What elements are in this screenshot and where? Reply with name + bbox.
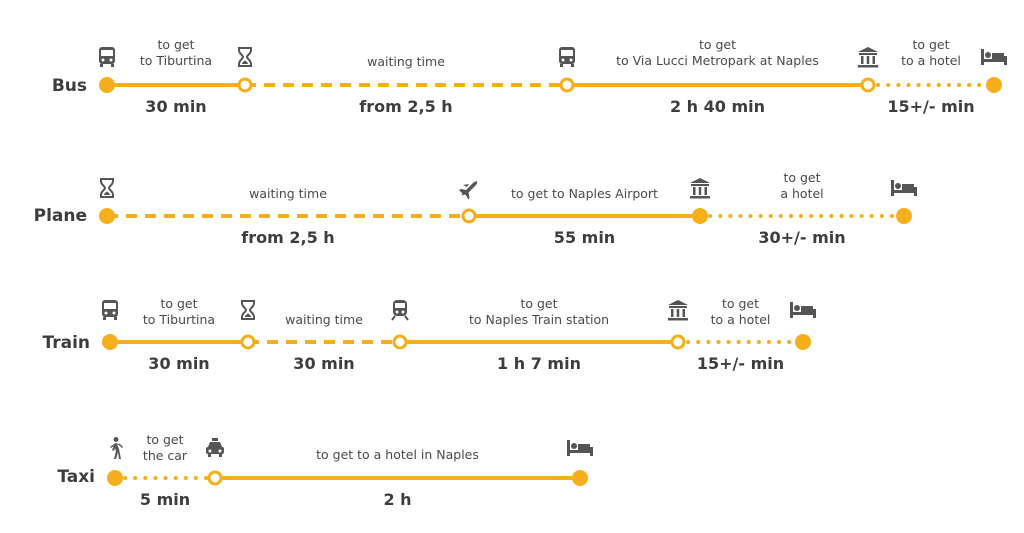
bed-icon bbox=[788, 298, 818, 322]
description-line: to a hotel bbox=[710, 312, 771, 327]
hourglass-icon bbox=[236, 298, 260, 322]
hourglass-icon bbox=[95, 176, 119, 200]
description-line: to get bbox=[912, 37, 950, 52]
segment-description: waiting time bbox=[285, 312, 363, 328]
bed-icon bbox=[565, 436, 595, 460]
building-icon bbox=[666, 298, 690, 322]
plane-icon bbox=[457, 176, 481, 200]
route-node-filled bbox=[986, 77, 1002, 93]
description-line: to get bbox=[520, 296, 558, 311]
bus-icon bbox=[555, 45, 579, 69]
route-label-train: Train bbox=[42, 333, 90, 353]
route-node-hollow bbox=[461, 208, 477, 224]
segment-duration: 30+/- min bbox=[758, 228, 846, 247]
route-bus bbox=[99, 77, 1002, 93]
walking-person-icon bbox=[103, 436, 127, 460]
description-line: the car bbox=[142, 448, 188, 463]
route-node-hollow bbox=[392, 334, 408, 350]
route-node-hollow bbox=[240, 334, 256, 350]
route-label-bus: Bus bbox=[51, 76, 87, 96]
segment-duration: 15+/- min bbox=[887, 97, 975, 116]
description-line: to Tiburtina bbox=[142, 312, 216, 327]
route-train bbox=[102, 334, 811, 350]
route-node-hollow bbox=[237, 77, 253, 93]
description-line: a hotel bbox=[780, 186, 824, 201]
segment-duration: from 2,5 h bbox=[359, 97, 453, 116]
segment-duration: 30 min bbox=[148, 354, 210, 373]
description-line: to Via Lucci Metropark at Naples bbox=[616, 53, 819, 68]
route-node-filled bbox=[896, 208, 912, 224]
segment-duration: 5 min bbox=[139, 490, 191, 509]
bed-icon bbox=[979, 45, 1009, 69]
bed-icon bbox=[889, 176, 919, 200]
route-node-filled bbox=[107, 470, 123, 486]
route-node-filled bbox=[102, 334, 118, 350]
building-icon bbox=[688, 176, 712, 200]
segment-description: waiting time bbox=[367, 54, 445, 70]
description-line: to Naples Train station bbox=[468, 312, 610, 327]
segment-duration: 1 h 7 min bbox=[497, 354, 581, 373]
description-line: to get bbox=[146, 432, 184, 447]
segment-duration: from 2,5 h bbox=[241, 228, 335, 247]
segment-duration: 55 min bbox=[553, 228, 616, 247]
bus-icon bbox=[98, 298, 122, 322]
route-node-filled bbox=[572, 470, 588, 486]
description-line: waiting time bbox=[285, 312, 363, 327]
bus-icon bbox=[95, 45, 119, 69]
taxi-icon bbox=[203, 436, 227, 460]
description-line: to Tiburtina bbox=[139, 53, 213, 68]
segment-duration: 2 h bbox=[383, 490, 412, 509]
route-plane bbox=[99, 208, 912, 224]
segment-duration: 30 min bbox=[293, 354, 355, 373]
description-line: to get bbox=[157, 37, 195, 52]
description-line: waiting time bbox=[367, 54, 445, 69]
description-line: to a hotel bbox=[901, 53, 961, 68]
description-line: to get to a hotel in Naples bbox=[316, 447, 479, 462]
route-node-hollow bbox=[860, 77, 876, 93]
description-line: to get bbox=[721, 296, 760, 311]
route-node-hollow bbox=[670, 334, 686, 350]
segment-duration: 2 h 40 min bbox=[669, 97, 766, 116]
description-line: waiting time bbox=[249, 186, 327, 201]
route-node-filled bbox=[795, 334, 811, 350]
segment-duration: 30 min bbox=[145, 97, 207, 116]
route-node-filled bbox=[99, 77, 115, 93]
description-line: to get bbox=[783, 170, 821, 185]
segment-description: to get to a hotel in Naples bbox=[316, 447, 479, 463]
description-line: to get to Naples Airport bbox=[511, 186, 658, 201]
segment-description: waiting time bbox=[249, 186, 327, 202]
description-line: to get bbox=[698, 37, 737, 52]
segment-duration: 15+/- min bbox=[696, 354, 785, 373]
route-node-filled bbox=[692, 208, 708, 224]
route-node-filled bbox=[99, 208, 115, 224]
route-label-plane: Plane bbox=[33, 206, 87, 226]
route-label-taxi: Taxi bbox=[57, 467, 95, 487]
train-icon bbox=[388, 298, 412, 322]
building-icon bbox=[856, 45, 880, 69]
hourglass-icon bbox=[233, 45, 257, 69]
segment-description: to get to Naples Airport bbox=[511, 186, 658, 202]
route-taxi bbox=[107, 470, 588, 486]
route-node-hollow bbox=[207, 470, 223, 486]
route-node-hollow bbox=[559, 77, 575, 93]
description-line: to get bbox=[160, 296, 198, 311]
